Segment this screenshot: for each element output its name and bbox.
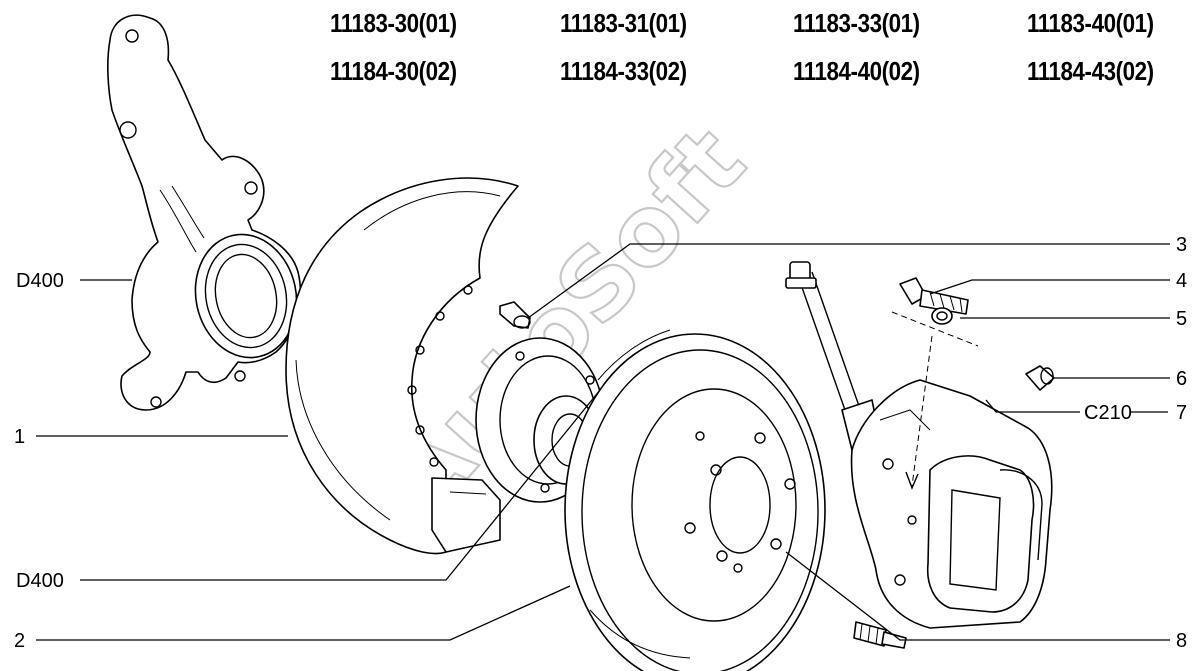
callout-2: 2 <box>14 630 25 652</box>
callout-1: 1 <box>14 426 25 448</box>
disc-stud-holes <box>684 431 796 573</box>
callout-3: 3 <box>1176 234 1187 256</box>
model-number: 11183-33(01) <box>793 8 920 38</box>
bolt-install-path <box>911 335 933 487</box>
leader-lines <box>36 243 1170 641</box>
disc-guide-pin <box>853 621 907 649</box>
caliper-bolt <box>899 277 969 315</box>
shield-mounting-holes <box>407 285 473 467</box>
model-number: 11184-43(02) <box>1027 56 1154 86</box>
bolt-group-bracket <box>891 311 979 347</box>
callout-5: 5 <box>1176 308 1187 330</box>
guide-pin-cap <box>1025 365 1055 391</box>
callout-4: 4 <box>1176 270 1187 292</box>
steering-knuckle <box>107 14 302 411</box>
model-number: 11184-30(02) <box>330 56 457 86</box>
brake-caliper <box>850 379 1053 629</box>
model-number: 11183-30(01) <box>330 8 457 38</box>
model-number: 11183-40(01) <box>1027 8 1154 38</box>
model-number: 11184-40(02) <box>793 56 920 86</box>
callout-8: 8 <box>1176 630 1187 652</box>
callout-6: 6 <box>1176 368 1187 390</box>
callout-c210: C210 <box>1084 402 1132 424</box>
shield-screw <box>499 301 531 329</box>
callout-7: 7 <box>1176 402 1187 424</box>
brake-disc <box>564 329 826 671</box>
callout-d400-hub: D400 <box>16 570 64 592</box>
model-number: 11183-31(01) <box>560 8 687 38</box>
callout-d400-knuckle: D400 <box>16 270 64 292</box>
caliper-washer <box>931 307 953 325</box>
bolt-install-arrow <box>905 471 919 490</box>
model-number: 11184-33(02) <box>560 56 687 86</box>
